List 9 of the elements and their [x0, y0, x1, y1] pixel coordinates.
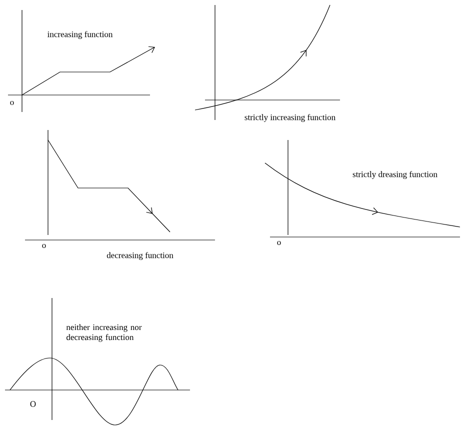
origin-label: o — [277, 240, 281, 246]
graph-caption: increasing function — [48, 31, 113, 39]
graph-caption: decreasing function — [106, 252, 174, 260]
graph-caption: strictly increasing function — [244, 114, 336, 122]
graph-caption: neither increasing nor decreasing function — [66, 324, 142, 342]
origin-label: o — [10, 100, 14, 106]
origin-label: o — [42, 244, 46, 248]
origin-label: O — [30, 401, 36, 407]
graph-caption: strictly dreasing function — [352, 171, 438, 179]
